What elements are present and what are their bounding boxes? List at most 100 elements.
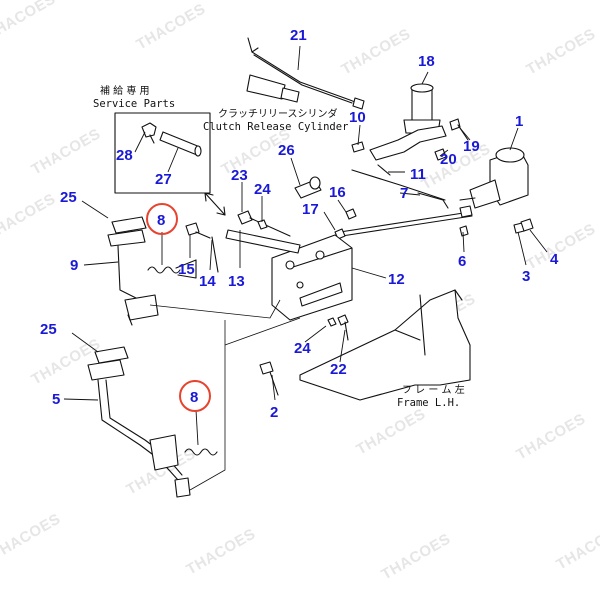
callout-10[interactable]: 10 <box>349 109 366 126</box>
leader-16 <box>337 199 347 213</box>
part-15-bolt-head <box>185 222 200 236</box>
part-9-pedal <box>107 229 159 326</box>
leader-28 <box>134 131 146 153</box>
callout-25-upper[interactable]: 25 <box>60 189 77 206</box>
callout-6[interactable]: 6 <box>458 253 466 270</box>
frame-rib-2 <box>394 329 421 341</box>
part-28-stem <box>149 134 155 144</box>
part-8-spring-bracket-upper <box>175 259 197 279</box>
reservoir-cap <box>410 83 434 93</box>
callout-26[interactable]: 26 <box>278 142 295 159</box>
callout-28[interactable]: 28 <box>116 147 133 164</box>
callout-14[interactable]: 14 <box>199 273 216 290</box>
part-1-master-cylinder <box>459 147 529 209</box>
part-8-spring-upper <box>147 266 181 274</box>
part-8-spring-lower <box>184 448 218 456</box>
callout-8-lower[interactable]: 8 <box>190 389 198 406</box>
frame-plate <box>299 289 471 401</box>
watermark: THACOES <box>184 525 259 578</box>
callout-5[interactable]: 5 <box>52 391 60 408</box>
leader-26 <box>290 157 301 186</box>
leader-25-upper <box>81 200 109 219</box>
callout-20[interactable]: 20 <box>440 151 457 168</box>
part-20-nut <box>434 148 447 161</box>
frame-lh: フ レ ー ム 左 Frame L.H. <box>299 289 471 409</box>
bracket-front <box>271 234 353 321</box>
double-arrow-head-bottom <box>216 206 226 216</box>
callout-13[interactable]: 13 <box>228 273 245 290</box>
pedal-foot-5 <box>174 477 191 498</box>
leader-19 <box>459 127 471 141</box>
part-24-lower-washer <box>327 317 337 327</box>
master-cylinder-body <box>369 125 447 161</box>
callout-17[interactable]: 17 <box>302 201 319 218</box>
leader-4 <box>529 229 548 253</box>
pushrod-clevis <box>459 205 473 218</box>
callout-16[interactable]: 16 <box>329 184 346 201</box>
callout-7[interactable]: 7 <box>400 185 408 202</box>
frame-top <box>454 289 463 301</box>
callout-4[interactable]: 4 <box>550 251 559 268</box>
part-7-clevis <box>417 192 449 209</box>
clutch-release-cylinder-jp-label: クラッチリリースシリンダ <box>218 107 338 120</box>
callout-8-upper[interactable]: 8 <box>157 212 165 229</box>
callout-25-lower[interactable]: 25 <box>40 321 57 338</box>
callout-18[interactable]: 18 <box>418 53 435 70</box>
part-28-fitting <box>141 122 157 138</box>
service-parts-box: 補 給 専 用 Service Parts <box>93 84 211 194</box>
watermark: THACOES <box>554 520 600 573</box>
assembly-outline <box>149 299 281 319</box>
part-10-bolt <box>351 141 365 153</box>
pushrod-edge <box>341 215 473 237</box>
part-2-bolt-head <box>259 361 274 375</box>
pedal-pad-5 <box>87 359 125 381</box>
highlight-ring-8-upper <box>146 203 178 235</box>
callout-24-lower[interactable]: 24 <box>294 340 311 357</box>
leader-8-lower <box>195 409 199 446</box>
part-12-bracket <box>271 234 353 321</box>
part-24-washer <box>257 219 268 230</box>
callout-9[interactable]: 9 <box>70 257 78 274</box>
leader-25-lower <box>71 332 99 353</box>
part-22-bolt <box>337 314 349 326</box>
bracket-slot <box>299 282 343 307</box>
frame-label: Frame L.H. <box>397 397 460 409</box>
highlight-ring-8-lower <box>179 380 211 412</box>
reservoir-body <box>411 87 433 121</box>
callout-labels: 1 2 3 4 5 6 7 8 8 9 10 11 12 13 14 15 16… <box>40 27 559 421</box>
callout-12[interactable]: 12 <box>388 271 405 288</box>
callout-3[interactable]: 3 <box>522 268 530 285</box>
part-7-rod <box>351 169 446 201</box>
part-26-ring <box>309 176 321 190</box>
watermark: THACOES <box>0 510 64 563</box>
pushrod <box>339 211 471 233</box>
leader-9 <box>83 261 119 266</box>
part-21-cylinder-end <box>280 87 300 103</box>
leader-14 <box>209 239 213 271</box>
part-25-pad-upper <box>111 216 147 234</box>
master-cylinder-cap <box>495 147 525 163</box>
callout-15[interactable]: 15 <box>178 261 195 278</box>
leader-5 <box>63 398 99 401</box>
leader-10 <box>357 124 361 146</box>
part-2-bolt-shaft <box>269 371 279 396</box>
bracket-hole <box>296 281 304 289</box>
clutch-release-cylinder-group: クラッチリリースシリンダ Clutch Release Cylinder <box>203 37 365 133</box>
leader-18 <box>421 71 429 85</box>
frame-jp-label: フ レ ー ム 左 <box>402 383 465 396</box>
callout-2[interactable]: 2 <box>270 404 278 421</box>
part-6-pin <box>459 225 469 237</box>
callout-19[interactable]: 19 <box>463 138 480 155</box>
callout-22[interactable]: 22 <box>330 361 347 378</box>
service-parts-frame <box>114 112 211 194</box>
callout-21[interactable]: 21 <box>290 27 307 44</box>
callout-11[interactable]: 11 <box>410 166 426 183</box>
callout-1[interactable]: 1 <box>515 113 523 130</box>
callout-23[interactable]: 23 <box>231 167 248 184</box>
callout-27[interactable]: 27 <box>155 171 172 188</box>
watermark: THACOES <box>354 405 429 458</box>
leader-22 <box>339 329 346 363</box>
callout-24-upper[interactable]: 24 <box>254 181 271 198</box>
